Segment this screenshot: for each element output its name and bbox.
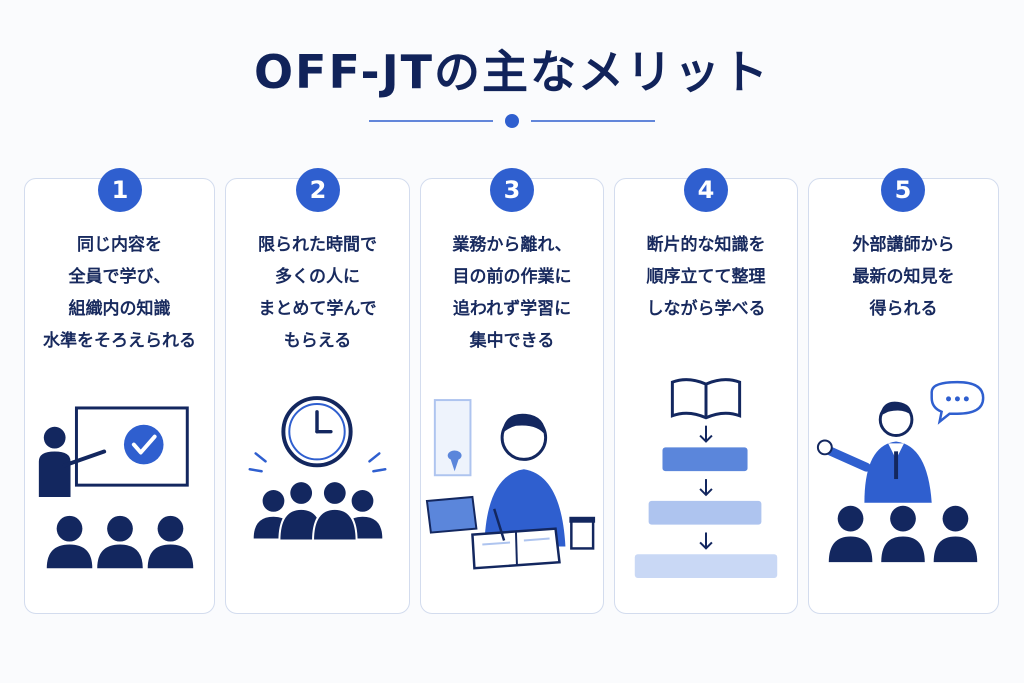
step-badge-2: 2 xyxy=(296,168,340,212)
step-badge-4: 4 xyxy=(684,168,728,212)
merit-text-5: 外部講師から 最新の知見を 得られる xyxy=(852,235,955,319)
title-divider xyxy=(369,114,655,128)
merit-text-1: 同じ内容を 全員で学び、 組織内の知識 水準をそろえられる xyxy=(43,235,196,351)
merit-text-4: 断片的な知識を 順序立てて整理 しながら学べる xyxy=(646,235,766,319)
merit-text-2: 限られた時間で 多くの人に まとめて学んで もらえる xyxy=(258,235,377,351)
step-badge-5: 5 xyxy=(881,168,925,212)
merit-text-3: 業務から離れ、 目の前の作業に 追われず学習に 集中できる xyxy=(452,235,572,351)
lecturer-icon xyxy=(816,380,985,563)
clock-group-icon xyxy=(248,396,387,542)
merit-card-1: 同じ内容を 全員で学び、 組織内の知識 水準をそろえられる xyxy=(24,178,215,614)
page-title: OFF-JTの主なメリット xyxy=(253,45,771,99)
merit-card-2: 限られた時間で 多くの人に まとめて学んで もらえる xyxy=(225,178,410,614)
presentation-icon xyxy=(38,406,194,569)
step-badge-1: 1 xyxy=(98,168,142,212)
step-badge-3: 3 xyxy=(490,168,534,212)
book-steps-icon xyxy=(634,378,778,578)
studying-person-icon xyxy=(425,399,596,570)
merit-card-5: 外部講師から 最新の知見を 得られる xyxy=(808,178,999,614)
merit-card-4: 断片的な知識を 順序立てて整理 しながら学べる xyxy=(614,178,798,614)
merit-card-3: 業務から離れ、 目の前の作業に 追われず学習に 集中できる xyxy=(420,178,604,614)
